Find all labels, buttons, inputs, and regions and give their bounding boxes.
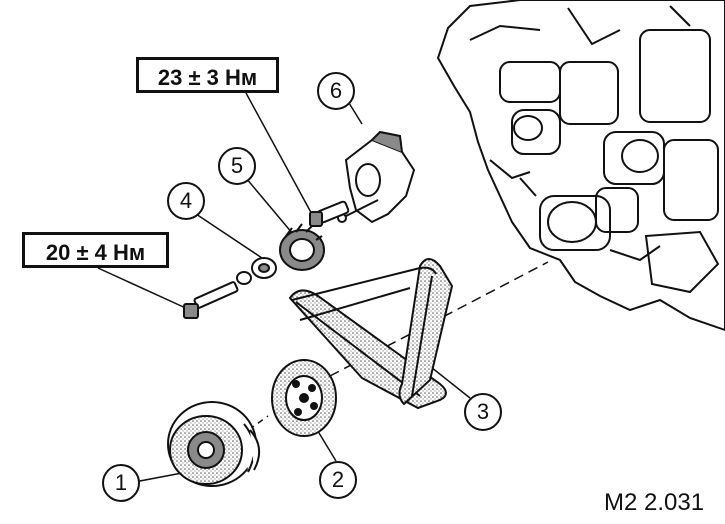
- callout-2: 2: [319, 461, 357, 499]
- lower-bolt: [183, 281, 239, 319]
- pulley-flange: [271, 359, 337, 437]
- spacer-washer: [236, 257, 277, 285]
- torque-label-upper: 23 ± 3 Нм: [136, 57, 279, 93]
- figure-code: M2 2.031: [604, 489, 705, 516]
- crankshaft-pulley: [167, 401, 261, 487]
- drive-belt: [288, 258, 454, 410]
- callout-6: 6: [317, 72, 355, 110]
- callout-4: 4: [167, 182, 205, 220]
- engine-block: [436, 0, 725, 332]
- callout-5: 5: [218, 147, 256, 185]
- torque-label-lower: 20 ± 4 Нм: [22, 232, 169, 268]
- tensioner-bracket: [337, 130, 416, 224]
- upper-bolt: [309, 200, 350, 227]
- callout-3: 3: [464, 393, 502, 431]
- callout-1: 1: [102, 464, 140, 502]
- tensioner-pulley: [279, 223, 325, 271]
